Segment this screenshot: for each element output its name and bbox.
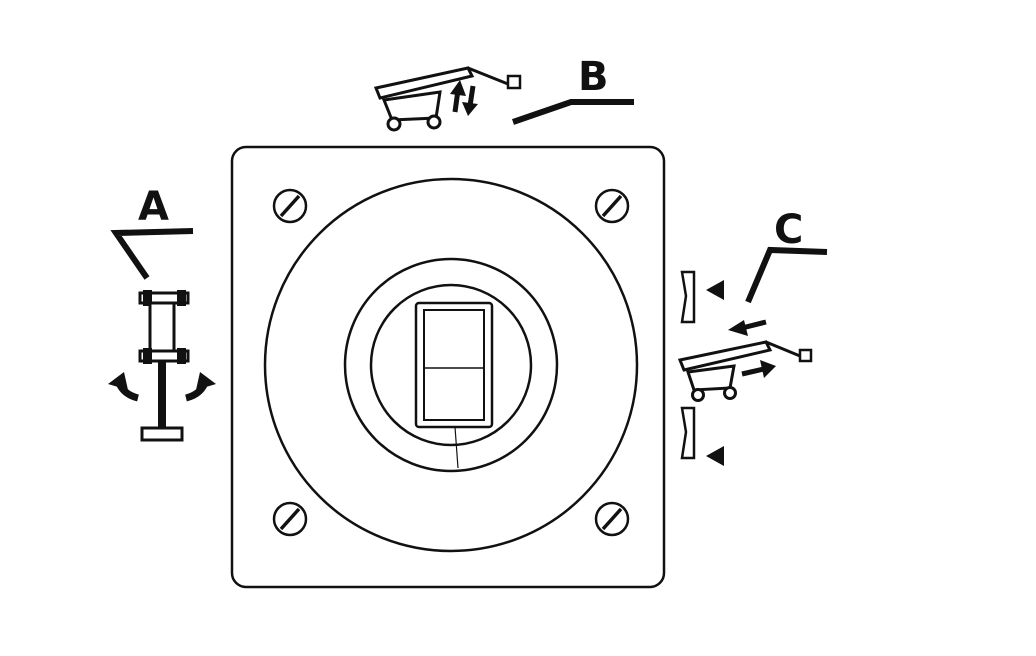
screw-icon <box>272 501 308 537</box>
leader-line-b <box>512 99 634 125</box>
callout-letter-a: A <box>138 184 169 230</box>
axle-steer-mode-icon <box>108 290 216 442</box>
callout-a: A <box>108 184 216 442</box>
callout-letter-c: C <box>774 207 803 253</box>
screw-icon <box>594 501 630 537</box>
bracket-arrow-icon <box>680 270 724 324</box>
leader-line-a <box>110 228 194 280</box>
leader-line-c <box>745 246 828 304</box>
middle-ring <box>343 257 559 473</box>
position-mark <box>454 426 459 469</box>
callout-b: B <box>373 54 634 132</box>
outer-ring <box>263 177 639 553</box>
screw-icon <box>594 188 630 224</box>
bracket-arrow-icon <box>680 406 724 466</box>
inner-ring <box>369 283 533 447</box>
bed-slide-in-out-icon <box>677 319 813 402</box>
rotary-switch-knob[interactable] <box>414 301 494 429</box>
bed-raise-lower-icon <box>373 66 522 132</box>
screw-icon <box>272 188 308 224</box>
callout-letter-b: B <box>578 54 609 100</box>
callout-c: C <box>677 207 828 466</box>
switch-panel <box>230 145 666 589</box>
